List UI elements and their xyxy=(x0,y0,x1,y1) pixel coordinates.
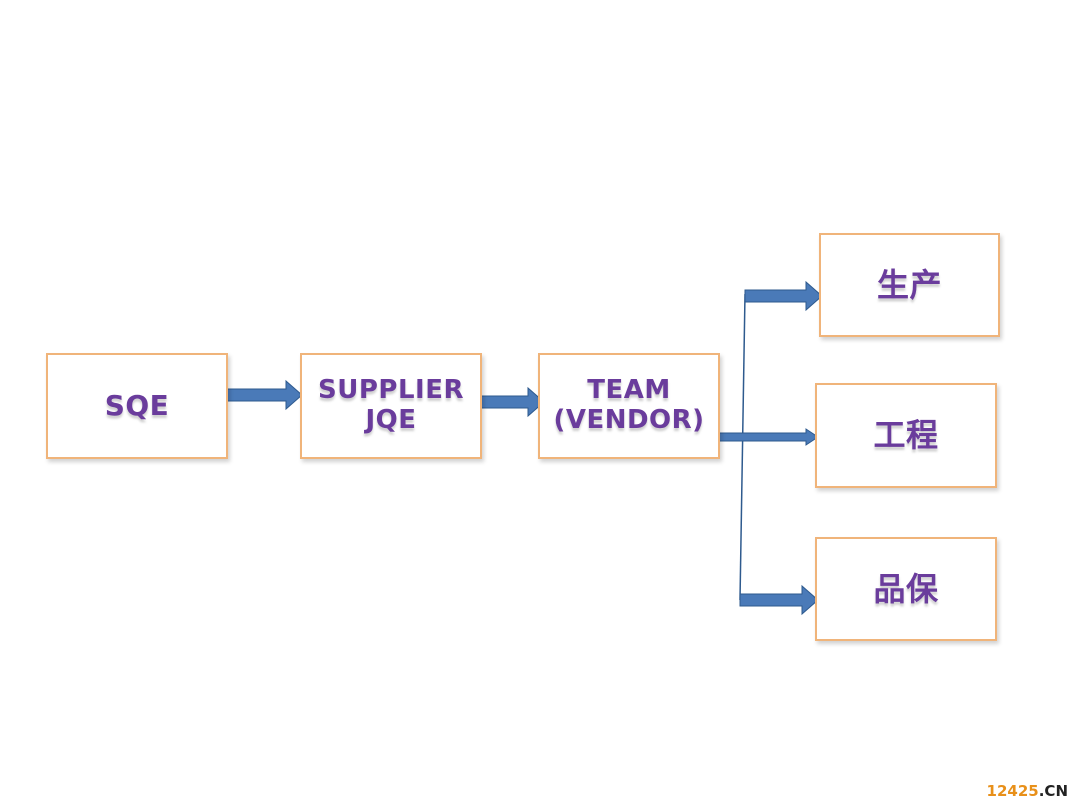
node-quality: 品保 xyxy=(815,537,997,641)
branch-connector-line xyxy=(739,293,746,601)
node-production: 生产 xyxy=(819,233,1000,337)
site-watermark: 12425 .CN xyxy=(987,782,1068,800)
node-supplier-jqe-line1: SUPPLIER xyxy=(318,375,464,406)
node-sqe: SQE xyxy=(46,353,228,459)
node-team-vendor-line2: (VENDOR) xyxy=(553,405,705,435)
node-team-vendor-line1: TEAM xyxy=(587,375,671,406)
arrow-team-to-quality xyxy=(739,584,819,616)
watermark-number: 12425 xyxy=(986,782,1039,800)
node-production-label: 生产 xyxy=(876,265,942,304)
node-team-vendor: TEAM (VENDOR) xyxy=(538,353,720,459)
node-sqe-label: SQE xyxy=(104,388,170,422)
arrow-team-to-production xyxy=(744,280,823,312)
arrow-team-to-engineering xyxy=(717,428,819,446)
node-quality-label: 品保 xyxy=(873,569,939,608)
node-supplier-jqe: SUPPLIER JQE xyxy=(300,353,482,459)
node-supplier-jqe-line2: JQE xyxy=(365,405,417,435)
node-engineering: 工程 xyxy=(815,383,997,488)
arrow-sqe-to-supplier xyxy=(225,379,303,411)
watermark-suffix: .CN xyxy=(1038,782,1068,800)
node-engineering-label: 工程 xyxy=(873,416,939,455)
